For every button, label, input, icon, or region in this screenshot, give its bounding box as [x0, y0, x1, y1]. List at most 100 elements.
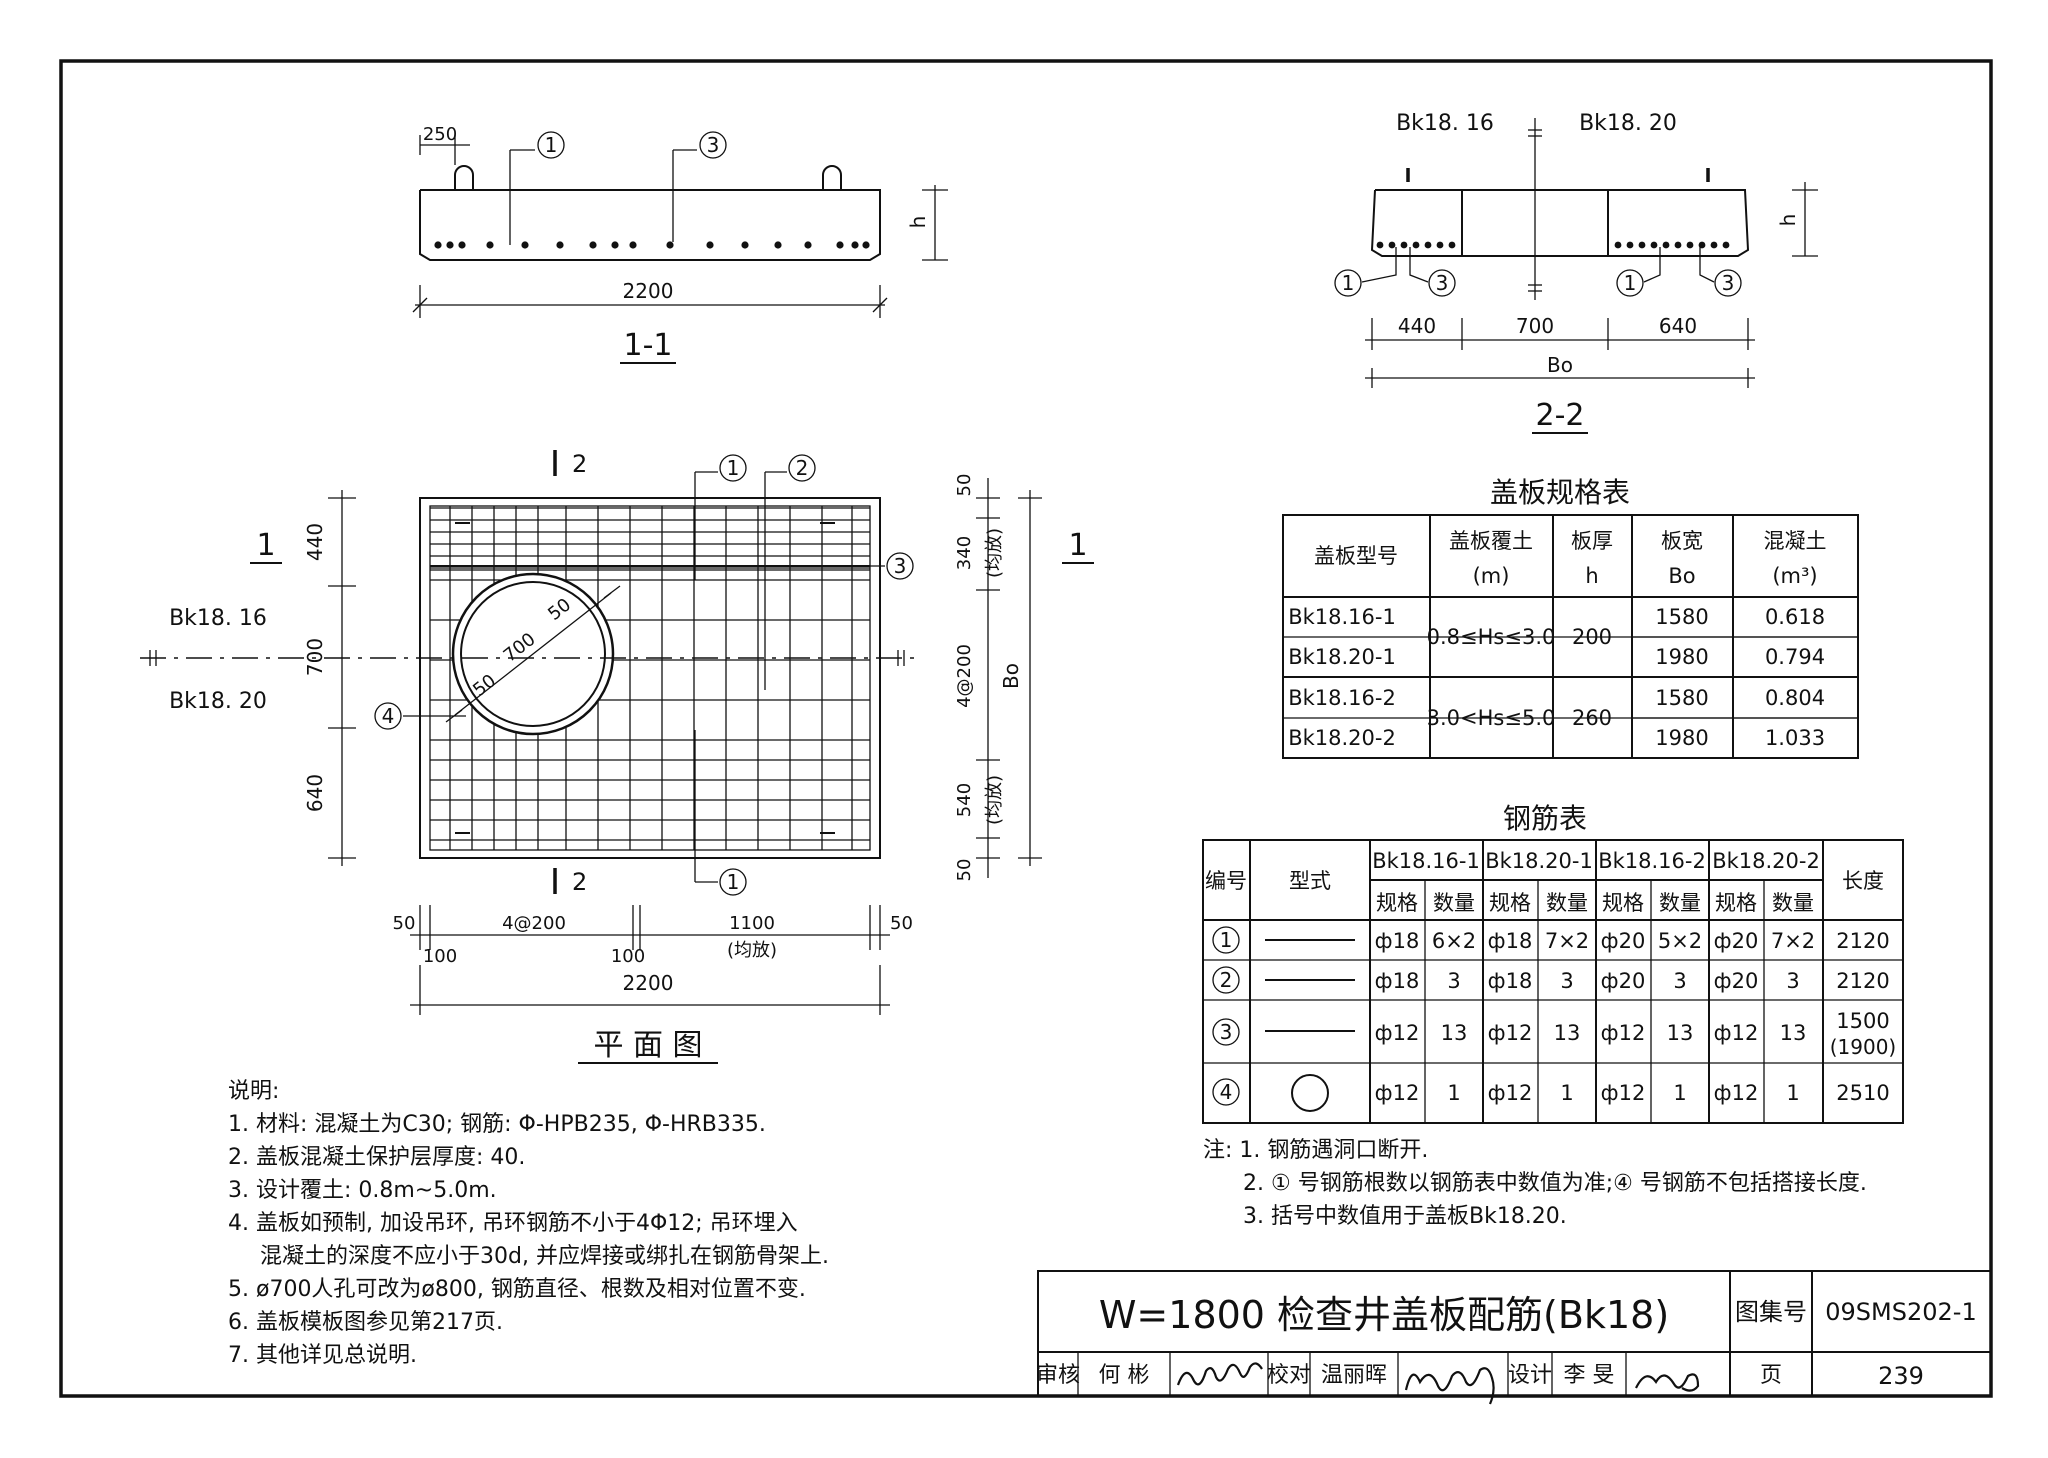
rebar-dot-2-8 [1626, 241, 1634, 249]
title-block-title: W=1800 检查井盖板配筋(Bk18) [1099, 1293, 1669, 1337]
s22-title: 2-2 [1536, 398, 1585, 433]
reviewer-signature [1176, 1362, 1263, 1386]
note-6: 6. 盖板模板图参见第217页. [228, 1310, 503, 1335]
title-block: W=1800 检查井盖板配筋(Bk18) 图集号 09SMS202-1 审核 何… [1036, 1270, 1992, 1405]
rebar-cell-0-7: 7×2 [1771, 929, 1815, 953]
rebar-dot-2-3 [1412, 241, 1420, 249]
rebar-cell-2-6: ф12 [1714, 1021, 1759, 1045]
spec-r1-width: 1580 [1655, 605, 1708, 629]
spec-head-concrete-unit: (m³) [1772, 564, 1817, 588]
table-note-3: 3. 括号中数值用于盖板Bk18.20. [1243, 1204, 1567, 1229]
plan-bottom-dim-2200: 2200 [623, 971, 674, 995]
plan-right-dim-540: 540 [954, 783, 975, 817]
rebar-no-1: 2 [1220, 968, 1233, 992]
spec-head-thick: 板厚 [1571, 529, 1613, 553]
spec-head-thick-unit: h [1585, 564, 1598, 588]
rebar-cell-2-3: 13 [1554, 1021, 1581, 1045]
rebar-dot-4 [521, 241, 529, 249]
rebar-dot-2-5 [1436, 241, 1444, 249]
s22-callout-1a: 1 [1342, 271, 1355, 295]
s11-dim-2200: 2200 [623, 279, 674, 303]
rebar-cell-0-0: ф18 [1375, 929, 1420, 953]
rebar-cell-1-6: ф20 [1714, 969, 1759, 993]
plan-right-dim-bo: Bo [999, 663, 1023, 689]
title-block-check-label: 校对 [1267, 1363, 1311, 1388]
plan-right-dim-50a: 50 [954, 474, 975, 497]
spec-thick-2: 260 [1572, 706, 1612, 730]
spec-table: 盖板规格表 盖板型号 盖板覆土 (m) 板厚 h 板宽 Bo 混凝土 (m³) … [1282, 476, 1859, 759]
rebar-dot-12 [774, 241, 782, 249]
notes-heading: 说明: [228, 1079, 279, 1104]
rebar-cell-3-1: 1 [1447, 1081, 1460, 1105]
rebar-subhead-7: 数量 [1772, 891, 1814, 915]
title-block-atlas-no: 09SMS202-1 [1825, 1298, 1976, 1326]
section-1-1: 1 3 250 2200 h 1-1 [412, 124, 948, 364]
rebar-table: 钢筋表 编号 型式 长度 Bk18.16-1 Bk18.20-1 Bk18.16… [1202, 802, 1904, 1124]
plan-bottom-dim-100a: 100 [423, 946, 457, 967]
rebar-dot-5 [556, 241, 564, 249]
s11-title: 1-1 [624, 328, 673, 363]
rebar-dot-10 [706, 241, 714, 249]
s22-callout-3b: 3 [1722, 271, 1735, 295]
spec-head-width-unit: Bo [1668, 564, 1695, 588]
rebar-cell-3-0: ф12 [1375, 1081, 1420, 1105]
plan-callout-4: 4 [382, 704, 395, 728]
spec-r2-width: 1980 [1655, 645, 1708, 669]
rebar-no-circle-3 [1212, 1078, 1240, 1106]
rebar-head-length: 长度 [1842, 869, 1884, 893]
rebar-dot-2-11 [1662, 241, 1670, 249]
rebar-dot-8 [629, 241, 637, 249]
sheet-border [59, 59, 1993, 1398]
note-1: 1. 材料: 混凝土为C30; 钢筋: Φ-HPB235, Φ-HRB335. [228, 1112, 766, 1137]
plan-callout-3: 3 [894, 554, 907, 578]
rebar-no-circle-1 [1212, 966, 1240, 994]
s11-dim-h: h [906, 216, 930, 229]
s22-dim-640: 640 [1659, 314, 1697, 338]
plan-right-dim-340: 340 [954, 536, 975, 570]
spec-r2-concrete: 0.794 [1765, 645, 1825, 669]
plan-title: 平 面 图 [593, 1028, 702, 1063]
rebar-dot-2 [458, 241, 466, 249]
rebar-no-circle-0 [1212, 926, 1240, 954]
s11-dim-250: 250 [423, 124, 457, 145]
rebar-dot-2-7 [1614, 241, 1622, 249]
rebar-subhead-2: 规格 [1489, 891, 1531, 915]
rebar-cell-3-5: 1 [1673, 1081, 1686, 1105]
note-7: 7. 其他详见总说明. [228, 1343, 417, 1368]
rebar-cell-0-2: ф18 [1488, 929, 1533, 953]
rebar-cell-3-3: 1 [1560, 1081, 1573, 1105]
rebar-cell-0-1: 6×2 [1432, 929, 1476, 953]
plan-cut-2-top: 2 [572, 450, 587, 478]
plan-bottom-dim-1100: 1100 [729, 913, 775, 934]
plan-callout-1: 1 [727, 456, 740, 480]
rebar-group-3: Bk18.16-2 [1598, 849, 1706, 873]
rebar-cell-2-1: 13 [1441, 1021, 1468, 1045]
rebar-dot-0 [434, 241, 442, 249]
plan-left-dim-440: 440 [303, 523, 327, 561]
note-4: 4. 盖板如预制, 加设吊环, 吊环钢筋不小于4Φ12; 吊环埋入 [228, 1211, 798, 1236]
rebar-dot-2-10 [1650, 241, 1658, 249]
spec-r1-concrete: 0.618 [1765, 605, 1825, 629]
spec-r1-type: Bk18.16-1 [1288, 605, 1396, 629]
plan-view: 700 50 50 Bk18. 16 Bk18. 20 1 1 2 2 1 2 … [140, 450, 1094, 1064]
rebar-cell-1-1: 3 [1447, 969, 1460, 993]
title-block-atlas-label: 图集号 [1735, 1298, 1807, 1326]
rebar-dot-2-16 [1722, 241, 1730, 249]
spec-r4-concrete: 1.033 [1765, 726, 1825, 750]
note-3: 3. 设计覆土: 0.8m~5.0m. [228, 1178, 497, 1203]
rebar-dot-2-1 [1388, 241, 1396, 249]
title-block-review-label: 审核 [1036, 1363, 1080, 1388]
plan-right-dim-4at200: 4@200 [954, 644, 975, 708]
spec-head-type: 盖板型号 [1314, 544, 1398, 568]
table-notes: 注: 1. 钢筋遇洞口断开. 2. ① 号钢筋根数以钢筋表中数值为准;④ 号钢筋… [1203, 1138, 1867, 1229]
rebar-dot-2-15 [1710, 241, 1718, 249]
rebar-cell-1-7: 3 [1786, 969, 1799, 993]
spec-thick-1: 200 [1572, 625, 1612, 649]
rebar-cell-2-5: 13 [1667, 1021, 1694, 1045]
rebar-len-alt-2: (1900) [1830, 1035, 1897, 1059]
rebar-group-4: Bk18.20-2 [1712, 849, 1820, 873]
s22-dim-bo: Bo [1547, 353, 1573, 377]
s22-dim-440: 440 [1398, 314, 1436, 338]
rebar-cell-3-2: ф12 [1488, 1081, 1533, 1105]
